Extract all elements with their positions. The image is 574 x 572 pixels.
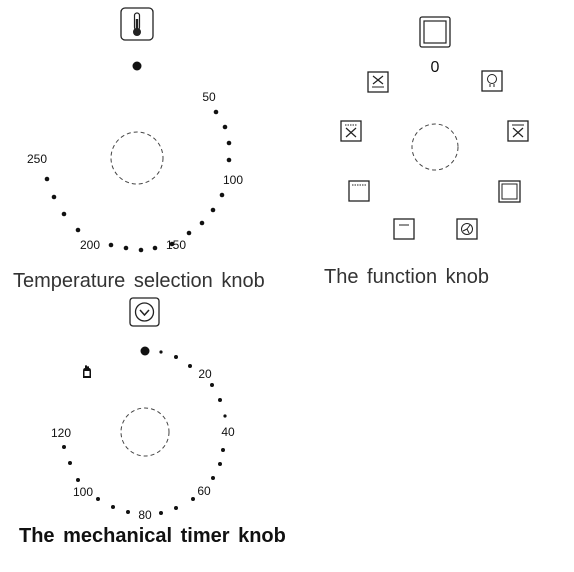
temperature-scale-dot [186, 230, 192, 236]
timer-scale-dot [211, 476, 215, 480]
timer-label-80: 80 [138, 508, 152, 522]
hand-icon [83, 365, 91, 378]
temp-label-250: 250 [27, 152, 47, 166]
temperature-knob-caption: Temperature selection knob [13, 270, 265, 292]
function-knob: 0 [324, 16, 529, 288]
timer-scale-dot [218, 398, 222, 402]
timer-scale-dot [221, 448, 225, 452]
timer-scale-dot [188, 364, 192, 368]
function-knob-dial [411, 123, 459, 171]
temperature-knob-dial [110, 131, 164, 185]
timer-scale-dots [62, 350, 227, 515]
temperature-scale-dot [210, 207, 216, 213]
timer-start-marker [140, 346, 150, 356]
timer-scale-dot [159, 350, 163, 354]
temperature-scale-dot [44, 176, 50, 182]
timer-knob: 20 40 60 80 100 120 The mechanical timer… [19, 297, 286, 547]
temperature-off-marker [132, 61, 142, 71]
function-zero-label: 0 [431, 59, 440, 76]
temp-label-150: 150 [166, 238, 186, 252]
temperature-scale-dot [226, 140, 232, 146]
timer-label-120: 120 [51, 426, 71, 440]
bottom-heat-icon [393, 218, 415, 240]
temperature-scale-dots [44, 109, 232, 253]
temperature-knob: 50 100 150 200 250 Temperature selection… [13, 7, 265, 292]
timer-label-20: 20 [198, 367, 212, 381]
timer-scale-dot [68, 461, 72, 465]
temperature-scale-dot [61, 211, 67, 217]
clock-icon [129, 297, 160, 327]
timer-scale-dot [96, 497, 100, 501]
temperature-scale-dot [226, 157, 232, 163]
temp-label-100: 100 [223, 173, 243, 187]
temperature-scale-dot [108, 242, 114, 248]
timer-scale-dot [76, 478, 80, 482]
timer-label-40: 40 [221, 425, 235, 439]
temperature-scale-dot [138, 247, 144, 253]
temperature-scale-dot [199, 220, 205, 226]
fan-grill-icon [507, 120, 529, 142]
temp-label-50: 50 [202, 90, 216, 104]
timer-knob-caption: The mechanical timer knob [19, 525, 286, 547]
fan-grill-small-icon [367, 71, 389, 93]
temperature-scale-dot [75, 227, 81, 233]
timer-knob-dial [120, 407, 170, 457]
timer-scale-dot [111, 505, 115, 509]
timer-scale-dot [191, 497, 195, 501]
temperature-scale-dot [152, 245, 158, 251]
timer-label-60: 60 [197, 484, 211, 498]
timer-scale-dot [62, 445, 66, 449]
temperature-scale-dot [222, 124, 228, 130]
timer-scale-dot [218, 462, 222, 466]
timer-scale-dot [210, 383, 214, 387]
light-icon [481, 70, 503, 92]
fan-assisted-icon [456, 218, 478, 240]
temperature-scale-dot [169, 241, 175, 247]
temp-label-200: 200 [80, 238, 100, 252]
grill-icon [340, 120, 362, 142]
oven-off-icon [419, 16, 451, 48]
temperature-scale-dot [213, 109, 219, 115]
temperature-scale-dot [51, 194, 57, 200]
timer-scale-dot [223, 414, 227, 418]
temperature-scale-dot [123, 245, 129, 251]
timer-scale-dot [159, 511, 163, 515]
timer-scale-dot [174, 355, 178, 359]
timer-scale-dot [126, 510, 130, 514]
top-heat-icon [348, 180, 370, 202]
timer-label-100: 100 [73, 485, 93, 499]
temperature-scale-dot [219, 192, 225, 198]
function-knob-caption: The function knob [324, 266, 489, 288]
top-bottom-heat-icon [498, 180, 521, 203]
thermometer-icon [120, 7, 154, 41]
timer-scale-dot [174, 506, 178, 510]
